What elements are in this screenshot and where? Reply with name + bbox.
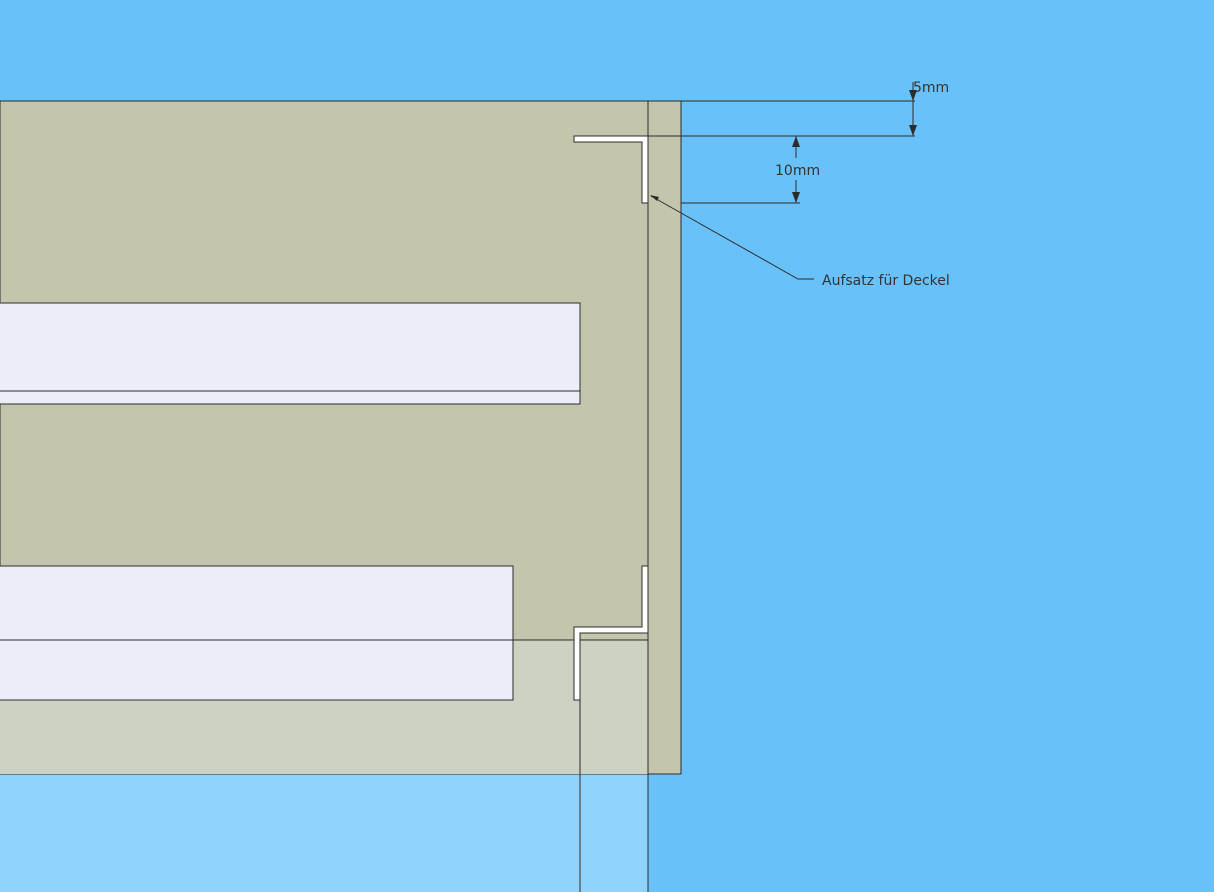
background-light-region xyxy=(0,774,648,892)
lower-strip[interactable] xyxy=(0,565,514,701)
arrowhead-up xyxy=(909,125,917,136)
arrowhead-up xyxy=(792,136,800,147)
callout-label: Aufsatz für Deckel xyxy=(822,273,950,289)
bottom-bracket[interactable] xyxy=(573,565,649,701)
upper-strip[interactable] xyxy=(0,302,581,405)
callout-leader[interactable]: Aufsatz für Deckel xyxy=(650,195,950,289)
dimension-10mm-label: 10mm xyxy=(775,163,820,179)
dimension-5mm-label: 5mm xyxy=(913,80,949,96)
arrowhead-down xyxy=(792,192,800,203)
leader-arrowhead xyxy=(650,195,659,201)
dimension-10mm[interactable]: 10mm xyxy=(775,136,820,203)
dimension-5mm[interactable]: 5mm xyxy=(909,80,949,136)
arrowhead-down xyxy=(909,90,917,101)
